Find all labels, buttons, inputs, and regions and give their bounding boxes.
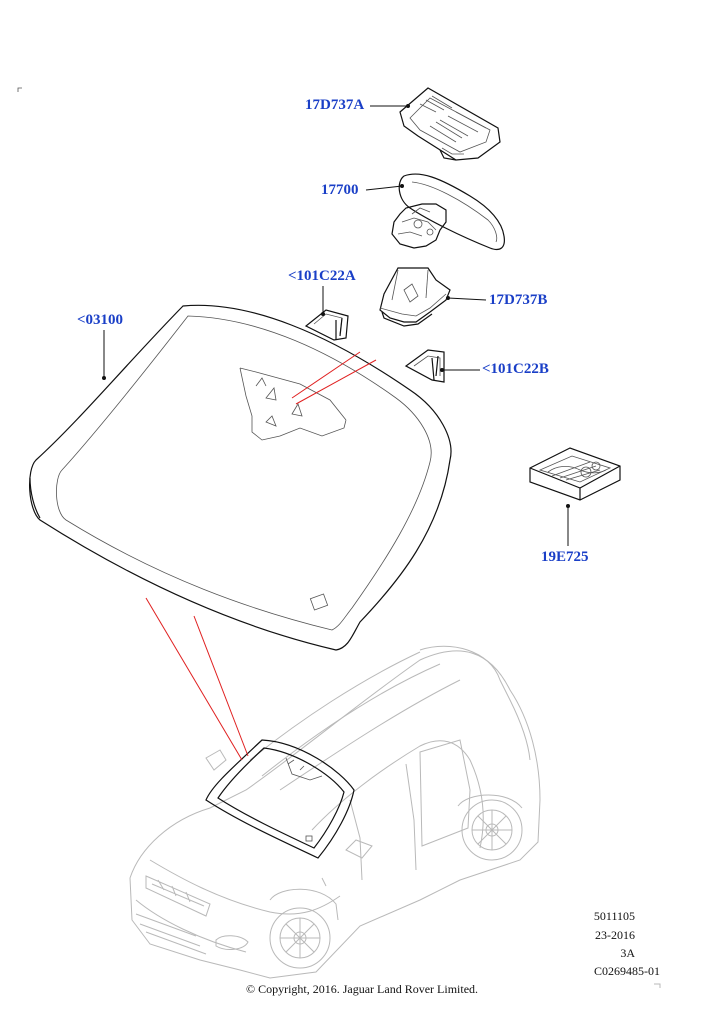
callout-17d737a[interactable]: 17D737A — [305, 97, 365, 113]
vehicle-outline — [129, 645, 661, 988]
date-code: 23-2016 — [595, 928, 635, 942]
callout-03100[interactable]: <03100 — [77, 312, 124, 328]
part-bracket-a[interactable] — [304, 309, 349, 341]
illustration-id: C0269485-01 — [594, 964, 660, 978]
part-windscreen[interactable] — [29, 304, 452, 651]
reference-number: 5011105 — [593, 909, 635, 923]
sheet-code: 3A — [620, 946, 635, 960]
callout-101c22a[interactable]: <101C22A — [288, 268, 356, 284]
callout-17700[interactable]: 17700 — [321, 182, 359, 198]
location-lines — [145, 351, 377, 761]
part-adhesive-kit[interactable] — [529, 447, 621, 501]
callout-19e725[interactable]: 19E725 — [541, 549, 589, 565]
part-bracket-b[interactable] — [404, 349, 445, 383]
part-camera-housing[interactable] — [379, 267, 451, 327]
callout-17d737b[interactable]: 17D737B — [489, 292, 548, 308]
copyright-notice: © Copyright, 2016. Jaguar Land Rover Lim… — [245, 982, 479, 996]
part-sensor-cover[interactable] — [399, 87, 501, 161]
vehicle-windscreen-highlight — [205, 739, 355, 859]
leader-lines — [102, 104, 570, 546]
part-rear-view-mirror[interactable] — [391, 173, 505, 251]
callout-101c22b[interactable]: <101C22B — [482, 361, 549, 377]
corner-mark — [17, 87, 22, 92]
